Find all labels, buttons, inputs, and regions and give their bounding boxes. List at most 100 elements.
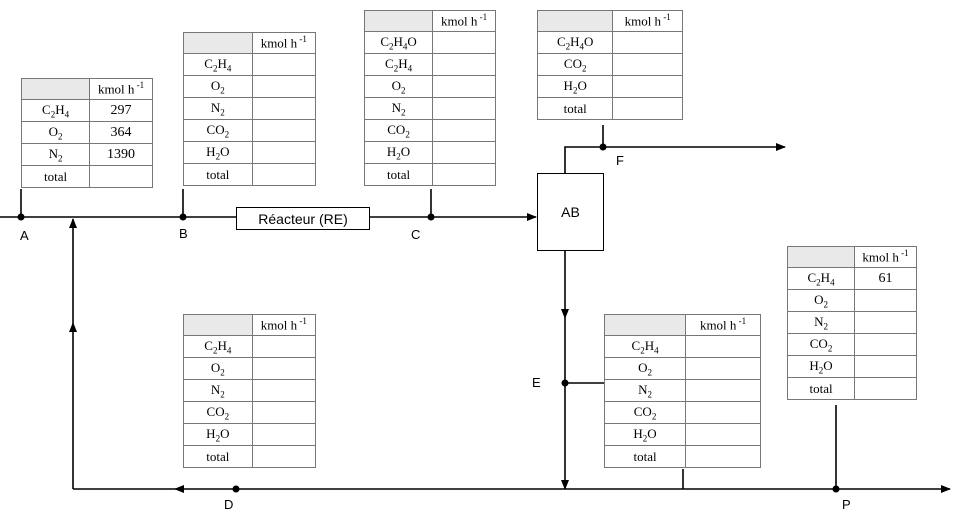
species-cell: CO2 <box>536 53 614 76</box>
flow-value-cell <box>612 31 683 54</box>
species-cell: O2 <box>603 357 687 380</box>
table-row: N2 <box>603 379 761 402</box>
table-row: CO2 <box>536 53 683 76</box>
species-header <box>363 10 434 32</box>
species-cell: N2 <box>363 97 434 120</box>
species-cell: CO2 <box>786 333 856 356</box>
species-cell: CO2 <box>363 119 434 142</box>
species-cell: O2 <box>183 357 253 380</box>
species-header <box>786 246 856 268</box>
flow-value-cell <box>432 119 496 142</box>
point-E <box>561 379 569 387</box>
flow-value-cell <box>89 165 153 188</box>
flow-value-cell <box>251 401 317 424</box>
table-row: C2H4 <box>183 335 317 358</box>
table-row: total <box>786 377 917 400</box>
species-cell: O2 <box>786 289 856 312</box>
table-row: H2O <box>536 75 683 98</box>
flow-value-cell: 61 <box>854 267 917 290</box>
table-row: C2H4 <box>603 335 761 358</box>
point-label-P: P <box>842 497 851 512</box>
unit-header-exponent: -1 <box>661 12 671 23</box>
unit-header-exponent: -1 <box>477 12 488 23</box>
flow-value-cell <box>854 311 917 334</box>
table-row: H2O <box>183 423 317 446</box>
species-header <box>603 314 687 336</box>
unit-header: kmol h -1 <box>251 32 317 54</box>
flow-value-cell <box>685 401 761 424</box>
flow-value-cell: 364 <box>89 121 153 144</box>
point-label-C: C <box>411 227 421 242</box>
species-cell: N2 <box>20 143 91 166</box>
unit-header-text: kmol h <box>97 81 135 97</box>
table-row: C2H4 <box>363 53 496 76</box>
table-row: H2O <box>603 423 761 446</box>
flow-value-cell <box>612 53 683 76</box>
table-row: CO2 <box>363 119 496 142</box>
unit-header-exponent: -1 <box>134 80 145 91</box>
flow-value-cell <box>251 119 317 142</box>
table-row: total <box>536 97 683 120</box>
species-cell: total <box>183 163 253 186</box>
table-row: CO2 <box>603 401 761 424</box>
flow-value-cell <box>854 289 917 312</box>
table-row: N2 <box>183 97 317 120</box>
species-cell: H2O <box>786 355 856 378</box>
unit-header: kmol h -1 <box>854 246 917 268</box>
table-row: N2 <box>363 97 496 120</box>
flow-value-cell <box>251 423 317 446</box>
point-label-A: A <box>20 228 29 243</box>
flow-value-cell: 297 <box>89 99 153 122</box>
flow-value-cell <box>685 357 761 380</box>
reactor-label: Réacteur (RE) <box>258 210 348 227</box>
table-row: H2O <box>183 141 317 164</box>
point-A <box>17 213 25 221</box>
flow-value-cell <box>432 163 496 186</box>
species-cell: total <box>536 97 614 120</box>
table-row: N2 <box>183 379 317 402</box>
species-cell: total <box>183 445 253 468</box>
species-header <box>183 314 253 336</box>
species-cell: total <box>363 163 434 186</box>
flow-value-cell <box>432 97 496 120</box>
point-label-B: B <box>179 226 188 241</box>
species-cell: H2O <box>536 75 614 98</box>
table-row: N2 <box>786 311 917 334</box>
species-cell: H2O <box>363 141 434 164</box>
table-row: CO2 <box>786 333 917 356</box>
table-row: total <box>363 163 496 186</box>
species-cell: H2O <box>183 423 253 446</box>
flow-value-cell <box>854 355 917 378</box>
flow-value-cell <box>251 97 317 120</box>
flow-value-cell <box>685 445 761 468</box>
unit-header-text: kmol h <box>624 13 662 29</box>
unit-header-exponent: -1 <box>736 316 747 327</box>
species-header <box>536 10 614 32</box>
unit-header-text: kmol h <box>260 317 298 333</box>
flow-value-cell <box>432 31 496 54</box>
species-header <box>20 78 91 100</box>
flow-value-cell <box>685 335 761 358</box>
flow-value-cell <box>251 379 317 402</box>
species-cell: CO2 <box>183 401 253 424</box>
table-row: C2H4 <box>183 53 317 76</box>
species-cell: total <box>603 445 687 468</box>
unit-header-text: kmol h <box>440 13 478 29</box>
unit-header-exponent: -1 <box>297 316 307 327</box>
table-row: C2H4O <box>363 31 496 54</box>
table-row: total <box>603 445 761 468</box>
table-row: C2H4O <box>536 31 683 54</box>
table-row: O2 <box>183 75 317 98</box>
table-row: H2O <box>363 141 496 164</box>
species-cell: C2H4 <box>603 335 687 358</box>
flow-value-cell <box>432 75 496 98</box>
flow-value-cell <box>432 141 496 164</box>
flow-value-cell <box>251 357 317 380</box>
unit-header-exponent: -1 <box>898 248 909 259</box>
